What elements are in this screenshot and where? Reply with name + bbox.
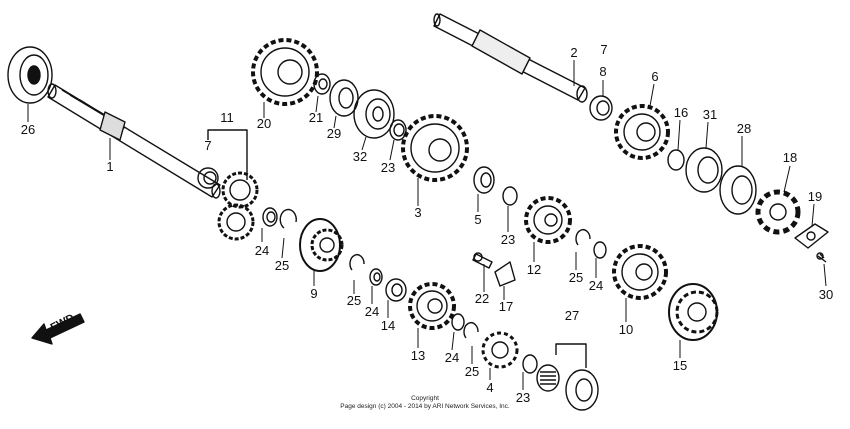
fwd-arrow-icon [31, 313, 85, 345]
washer-24-c [451, 313, 465, 331]
gear-10 [612, 244, 668, 300]
part-label: 18 [782, 150, 798, 165]
part-label: 3 [414, 205, 422, 220]
gear-6 [614, 104, 670, 160]
part-label: 24 [364, 304, 380, 319]
circlip-25-d [575, 229, 591, 246]
part-label: 29 [326, 126, 342, 141]
bushing-5 [473, 166, 495, 194]
part-label: 25 [274, 258, 290, 273]
part-label: 22 [474, 291, 490, 306]
gear-12 [524, 196, 572, 244]
part-label: 7 [600, 42, 608, 57]
part-label: 25 [568, 270, 584, 285]
sprocket-18 [755, 189, 801, 235]
part-label: 21 [308, 110, 324, 125]
part-label: 26 [20, 122, 36, 137]
part-label: 11 [220, 110, 234, 125]
part-label: 10 [618, 322, 634, 337]
part-label: 24 [588, 278, 604, 293]
copyright-notice: Page design (c) 2004 - 2014 by ARI Netwo… [340, 403, 510, 410]
part-label: 31 [702, 107, 718, 122]
circlip-25-a [279, 208, 297, 229]
part-label: 12 [526, 262, 542, 277]
part-label: 24 [444, 350, 460, 365]
part-label: 4 [486, 380, 494, 395]
part-label: 7 [204, 138, 212, 153]
part-label: 23 [380, 160, 396, 175]
part-label: 8 [599, 64, 607, 79]
washer-23-upper [389, 119, 407, 141]
bearing-26 [7, 46, 53, 104]
gear-13 [408, 282, 456, 330]
washer-23-lower [522, 354, 538, 374]
circlip-25-c [463, 322, 479, 339]
stopper-17 [494, 261, 516, 287]
gear-15 [668, 283, 719, 341]
part-label: 1 [106, 159, 114, 174]
gear-3 [401, 114, 469, 182]
part-label: 24 [254, 243, 270, 258]
part-label: 15 [672, 358, 688, 373]
bearing-32 [353, 89, 395, 139]
part-label: 13 [410, 348, 426, 363]
part-label: 28 [736, 121, 752, 136]
copyright-title: Copyright [411, 395, 439, 402]
leader-lines [27, 60, 827, 390]
countershaft-2 [433, 13, 588, 103]
part-label: 17 [498, 299, 514, 314]
oil-seal-28 [719, 165, 757, 215]
part-label: 6 [651, 69, 659, 84]
gear-9 [299, 218, 344, 272]
part-label: 23 [500, 232, 516, 247]
bolt-30 [816, 252, 827, 263]
gear-11 [217, 171, 259, 241]
needle-bearing-27 [536, 364, 599, 411]
part-label: 9 [310, 286, 318, 301]
part-label: 20 [256, 116, 272, 131]
part-label: 19 [807, 189, 823, 204]
part-label: 25 [464, 364, 480, 379]
part-label: 2 [570, 45, 578, 60]
bolt-22 [472, 252, 493, 269]
gear-20 [251, 38, 319, 106]
plate-19 [794, 223, 829, 249]
washer-24-a [262, 207, 278, 227]
part-label: 32 [352, 149, 368, 164]
collar-16 [667, 149, 685, 171]
bushing-7-left [197, 167, 219, 189]
part-label: 16 [673, 105, 689, 120]
washer-24-d [593, 241, 607, 259]
bearing-29 [329, 79, 359, 117]
bushing-14 [385, 278, 407, 302]
bushing-8 [589, 95, 613, 121]
part-label: 14 [380, 318, 396, 333]
part-label: 30 [818, 287, 834, 302]
part-label: 25 [346, 293, 362, 308]
washer-23-mid [502, 186, 518, 206]
gear-4 [481, 331, 519, 369]
mainshaft-1 [47, 83, 221, 199]
part-label: 23 [515, 390, 531, 405]
collar-21 [313, 73, 331, 95]
part-label: 27 [564, 308, 580, 323]
washer-24-b [369, 268, 383, 286]
circlip-25-b [349, 254, 365, 271]
part-label: 5 [474, 212, 482, 227]
bearing-31 [685, 147, 723, 193]
